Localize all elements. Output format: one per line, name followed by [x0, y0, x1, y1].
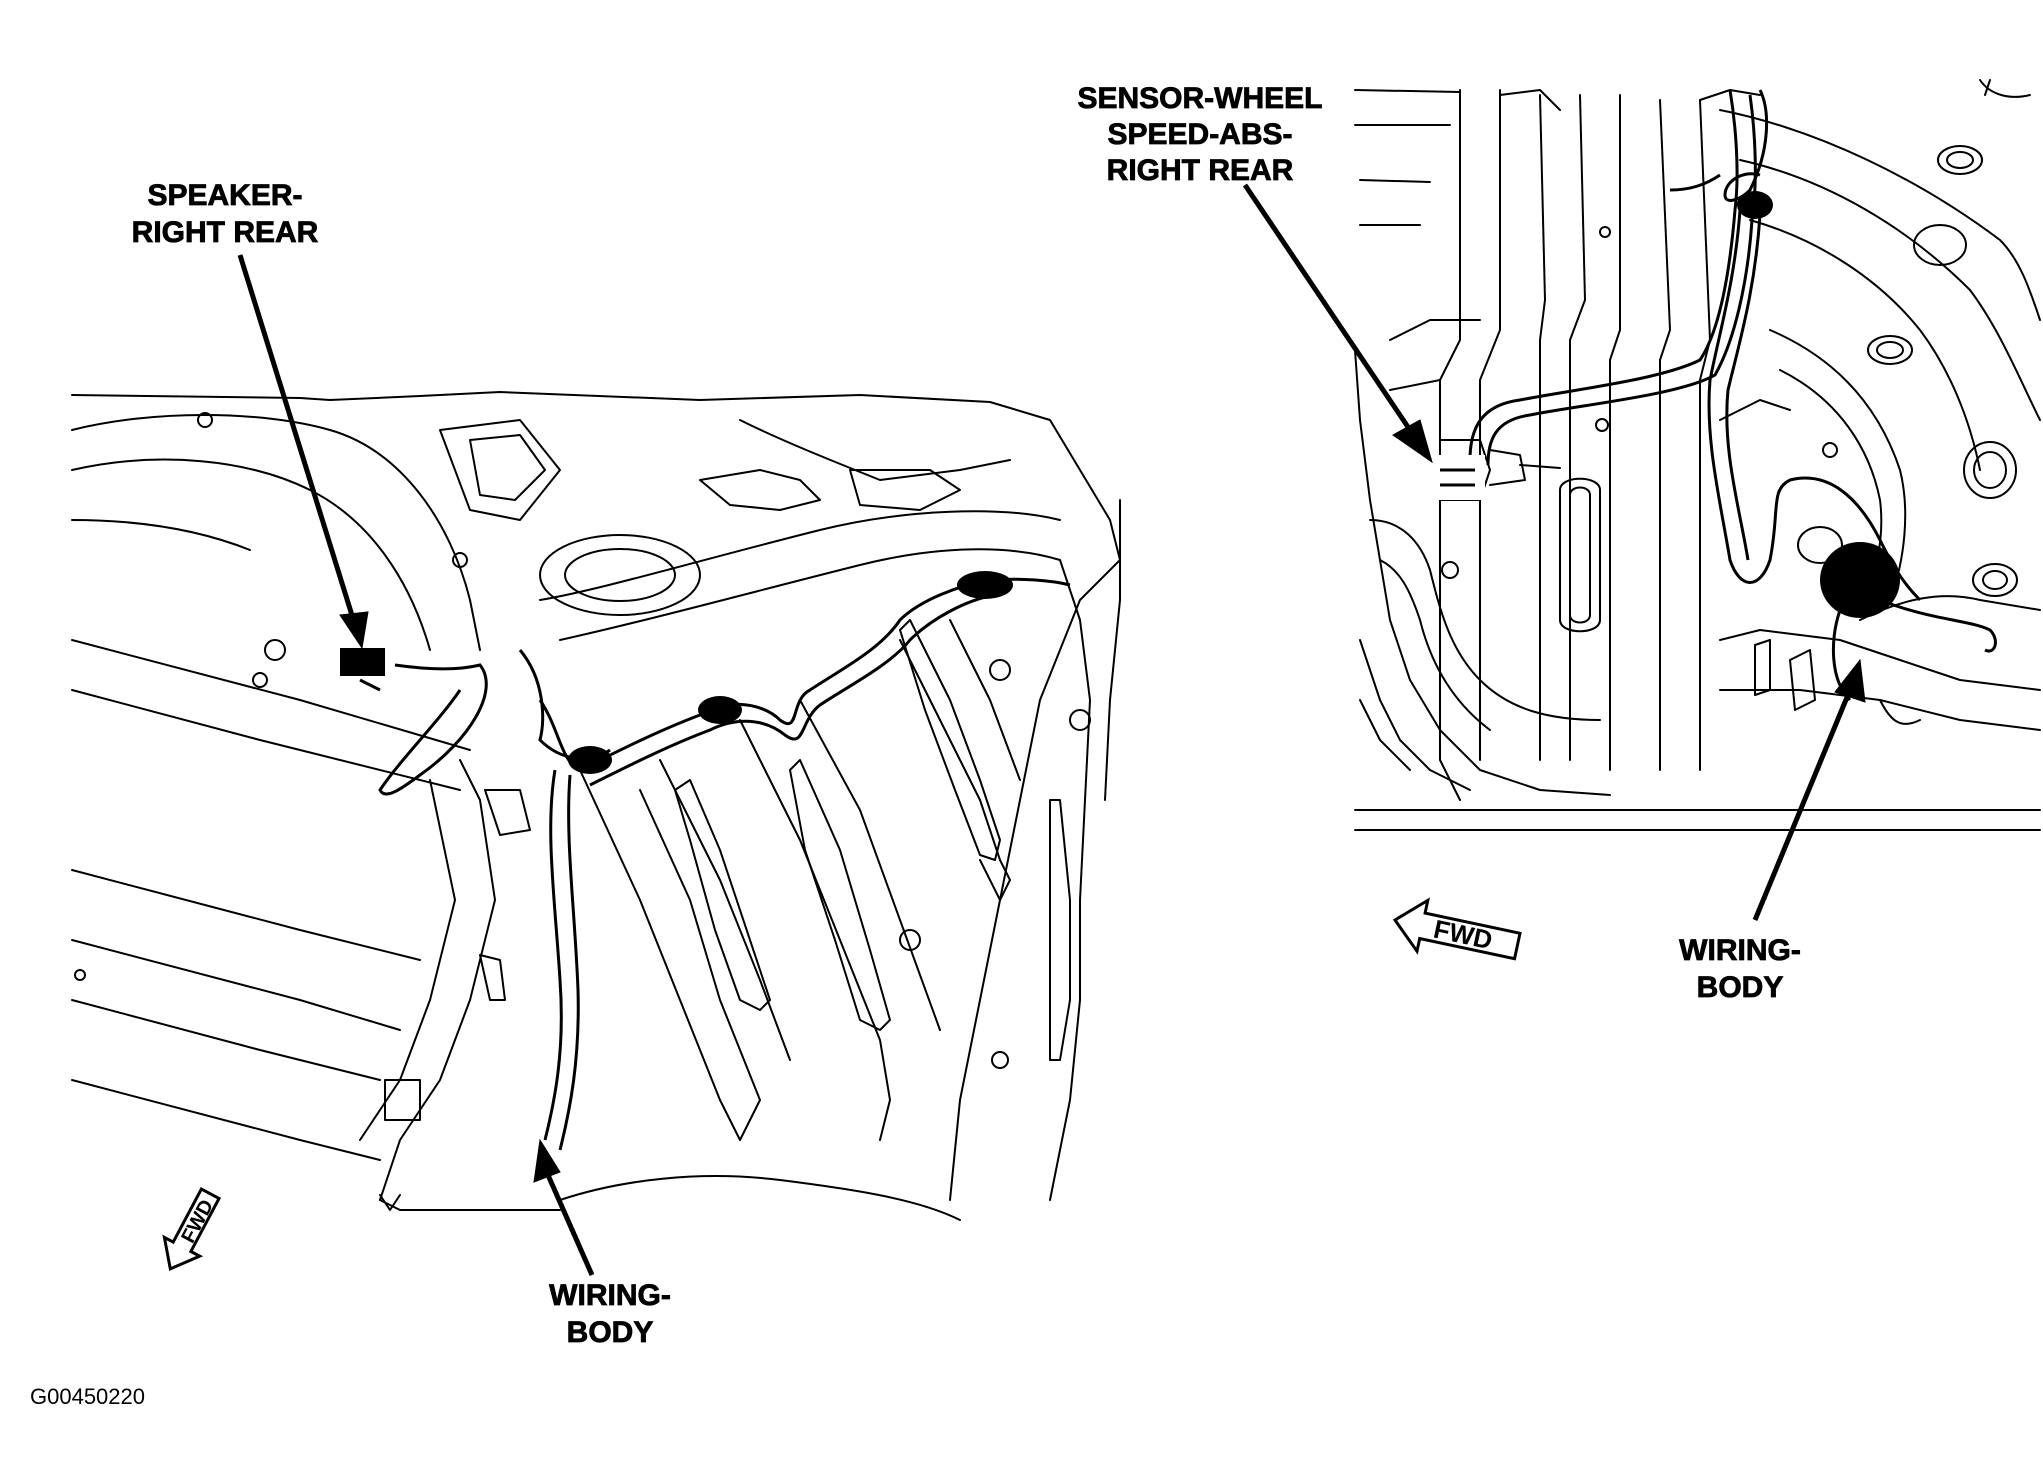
right-wiring-label-line2: BODY: [1697, 971, 1784, 1004]
sensor-label-line1: SENSOR-WHEEL: [1077, 82, 1322, 115]
right-body-wiring-harness: [1430, 89, 1997, 702]
left-wiring-label-line1: WIRING-: [549, 1279, 671, 1312]
right-wiring-label-line1: WIRING-: [1679, 934, 1801, 967]
sensor-label-line2: SPEED-ABS-: [1107, 118, 1292, 151]
speaker-label-line1: SPEAKER-: [147, 179, 302, 212]
speaker-right-rear-callout: SPEAKER- RIGHT REAR: [131, 179, 369, 650]
fwd-arrow-icon: FWD: [1392, 897, 1522, 961]
left-wiring-body-callout: WIRING- BODY: [533, 1138, 671, 1349]
sensor-label-line3: RIGHT REAR: [1107, 154, 1294, 187]
figure-id: G00450220: [30, 1384, 145, 1409]
speaker-label-line2: RIGHT REAR: [132, 216, 319, 249]
left-wiring-label-line2: BODY: [567, 1316, 654, 1349]
right-wiring-body-callout: WIRING- BODY: [1679, 658, 1866, 1004]
left-body-wiring-harness: [340, 571, 1071, 1151]
right-fwd-label: FWD: [1431, 914, 1495, 956]
left-view-body-structure: [71, 391, 1121, 1221]
fwd-arrow-icon: FWD: [162, 1187, 222, 1271]
sensor-wheel-speed-callout: SENSOR-WHEEL SPEED-ABS- RIGHT REAR: [1077, 82, 1433, 464]
